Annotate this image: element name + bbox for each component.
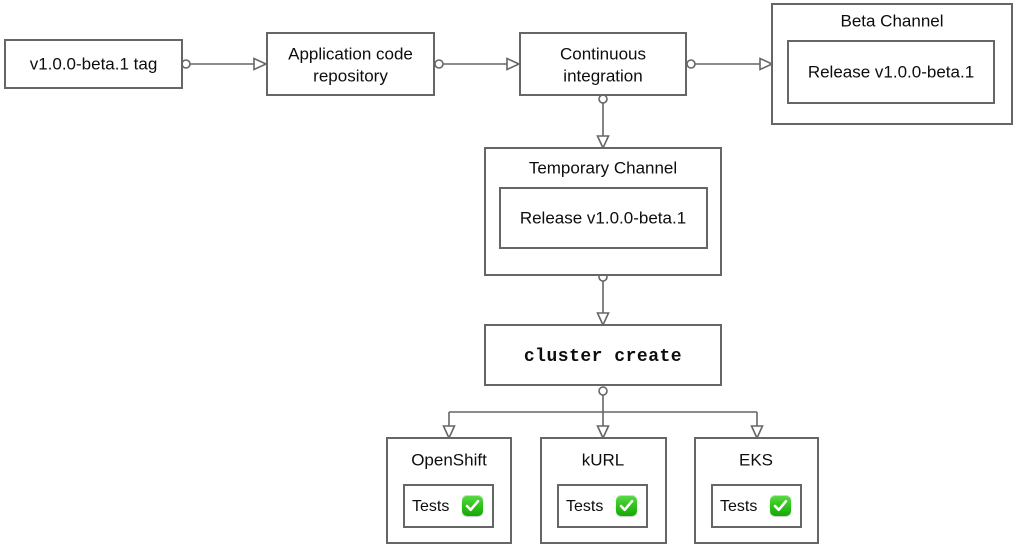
edge-temporary-channel-to-cluster-create [596, 272, 610, 327]
node-openshift-title: OpenShift [411, 450, 487, 469]
node-temporary-channel-release-box[interactable] [499, 187, 708, 249]
green-check-icon [616, 495, 637, 516]
node-openshift-tests-label: Tests [412, 498, 449, 515]
node-kurl-title: kURL [582, 450, 625, 469]
edge-ci-to-beta-channel [686, 57, 774, 71]
node-temporary-channel-release-label: Release v1.0.0-beta.1 [520, 208, 686, 227]
node-repo-label-line2: repository [313, 66, 388, 85]
node-beta-channel-release-box[interactable] [787, 40, 995, 104]
node-beta-channel-release-label: Release v1.0.0-beta.1 [808, 62, 974, 81]
node-ci-label-line2: integration [563, 66, 642, 85]
node-kurl-tests-label: Tests [566, 498, 603, 515]
green-check-icon [462, 495, 483, 516]
node-openshift[interactable]: OpenShift Tests [386, 437, 512, 544]
edge-repo-to-ci [434, 57, 521, 71]
node-cluster-create[interactable]: cluster create [484, 324, 722, 386]
node-continuous-integration[interactable]: Continuous integration [519, 32, 687, 96]
edge-tag-to-repo [181, 57, 268, 71]
edge-ci-to-temporary-channel [596, 94, 610, 150]
node-ci-label-line1: Continuous [560, 44, 646, 63]
node-repo-label-line1: Application code [288, 44, 413, 63]
node-temporary-channel-title: Temporary Channel [529, 158, 677, 177]
node-application-code-repository[interactable]: Application code repository [266, 32, 435, 96]
node-beta-channel[interactable]: Beta Channel Release v1.0.0-beta.1 [771, 3, 1013, 125]
node-cluster-create-label: cluster create [524, 347, 682, 367]
node-temporary-channel[interactable]: Temporary Channel Release v1.0.0-beta.1 [484, 147, 722, 276]
node-eks-title: EKS [739, 450, 773, 469]
green-check-icon [770, 495, 791, 516]
node-tag[interactable]: v1.0.0-beta.1 tag [4, 39, 183, 89]
node-eks[interactable]: EKS Tests [694, 437, 819, 544]
node-eks-tests-label: Tests [720, 498, 757, 515]
edge-cluster-create-to-targets [442, 386, 764, 440]
node-beta-channel-title: Beta Channel [840, 11, 943, 30]
node-kurl[interactable]: kURL Tests [540, 437, 667, 544]
node-tag-label: v1.0.0-beta.1 tag [30, 54, 158, 73]
